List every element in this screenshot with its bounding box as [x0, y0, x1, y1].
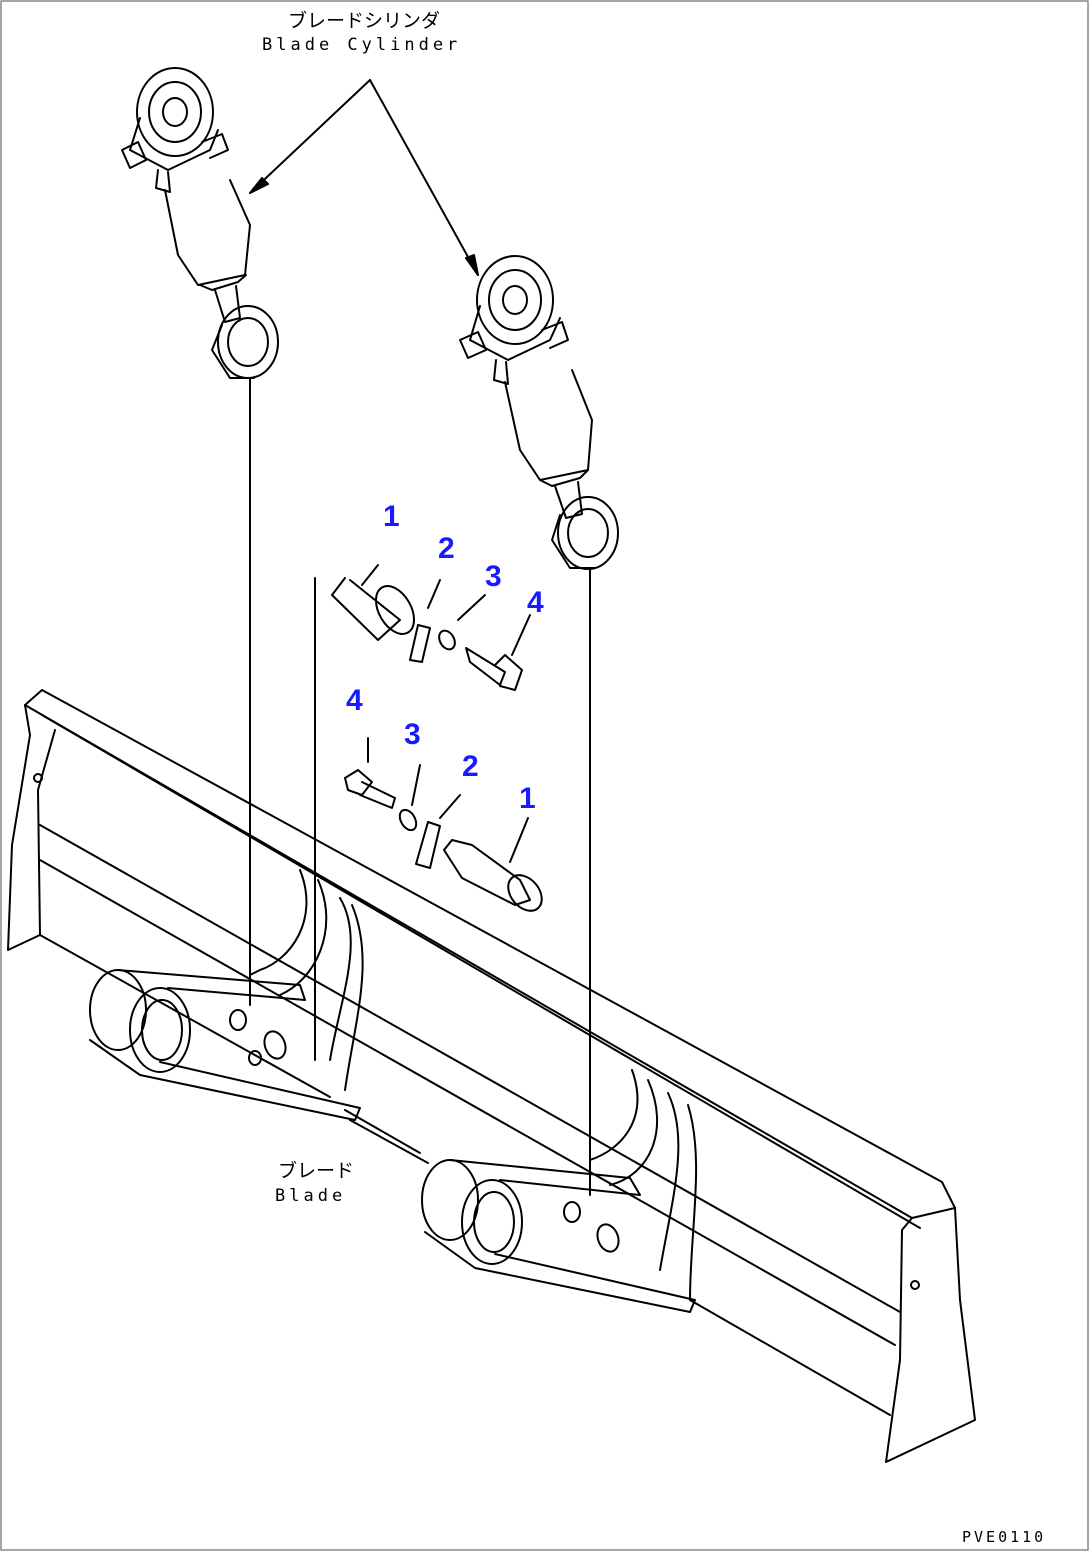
callout-upper-3: 3: [485, 560, 502, 593]
callout-lower-4: 4: [346, 684, 363, 717]
drawing-code: PVE0110: [962, 1528, 1047, 1546]
cylinder-label-en: Blade Cylinder: [262, 35, 462, 55]
blade-label-jp: ブレード: [278, 1160, 355, 1182]
blade-leader-line: [349, 1119, 429, 1164]
callout-upper-4: 4: [527, 586, 544, 619]
lower-pin-set: [344, 737, 543, 912]
right-blade-cylinder: [459, 255, 619, 570]
cylinder-leader-lines: [249, 79, 479, 276]
left-blade-bracket: [89, 969, 361, 1121]
callout-lower-2: 2: [462, 750, 479, 783]
callout-upper-2: 2: [438, 532, 455, 565]
callout-upper-1: 1: [383, 500, 400, 533]
callout-lower-1: 1: [519, 782, 536, 815]
right-blade-bracket: [421, 1159, 696, 1313]
blade-label-en: Blade: [275, 1186, 347, 1206]
left-blade-cylinder: [121, 67, 279, 379]
callout-lower-3: 3: [404, 718, 421, 751]
blade: [7, 689, 976, 1463]
cylinder-label-jp: ブレードシリンダ: [288, 10, 441, 32]
upper-pin-set: [331, 564, 531, 691]
